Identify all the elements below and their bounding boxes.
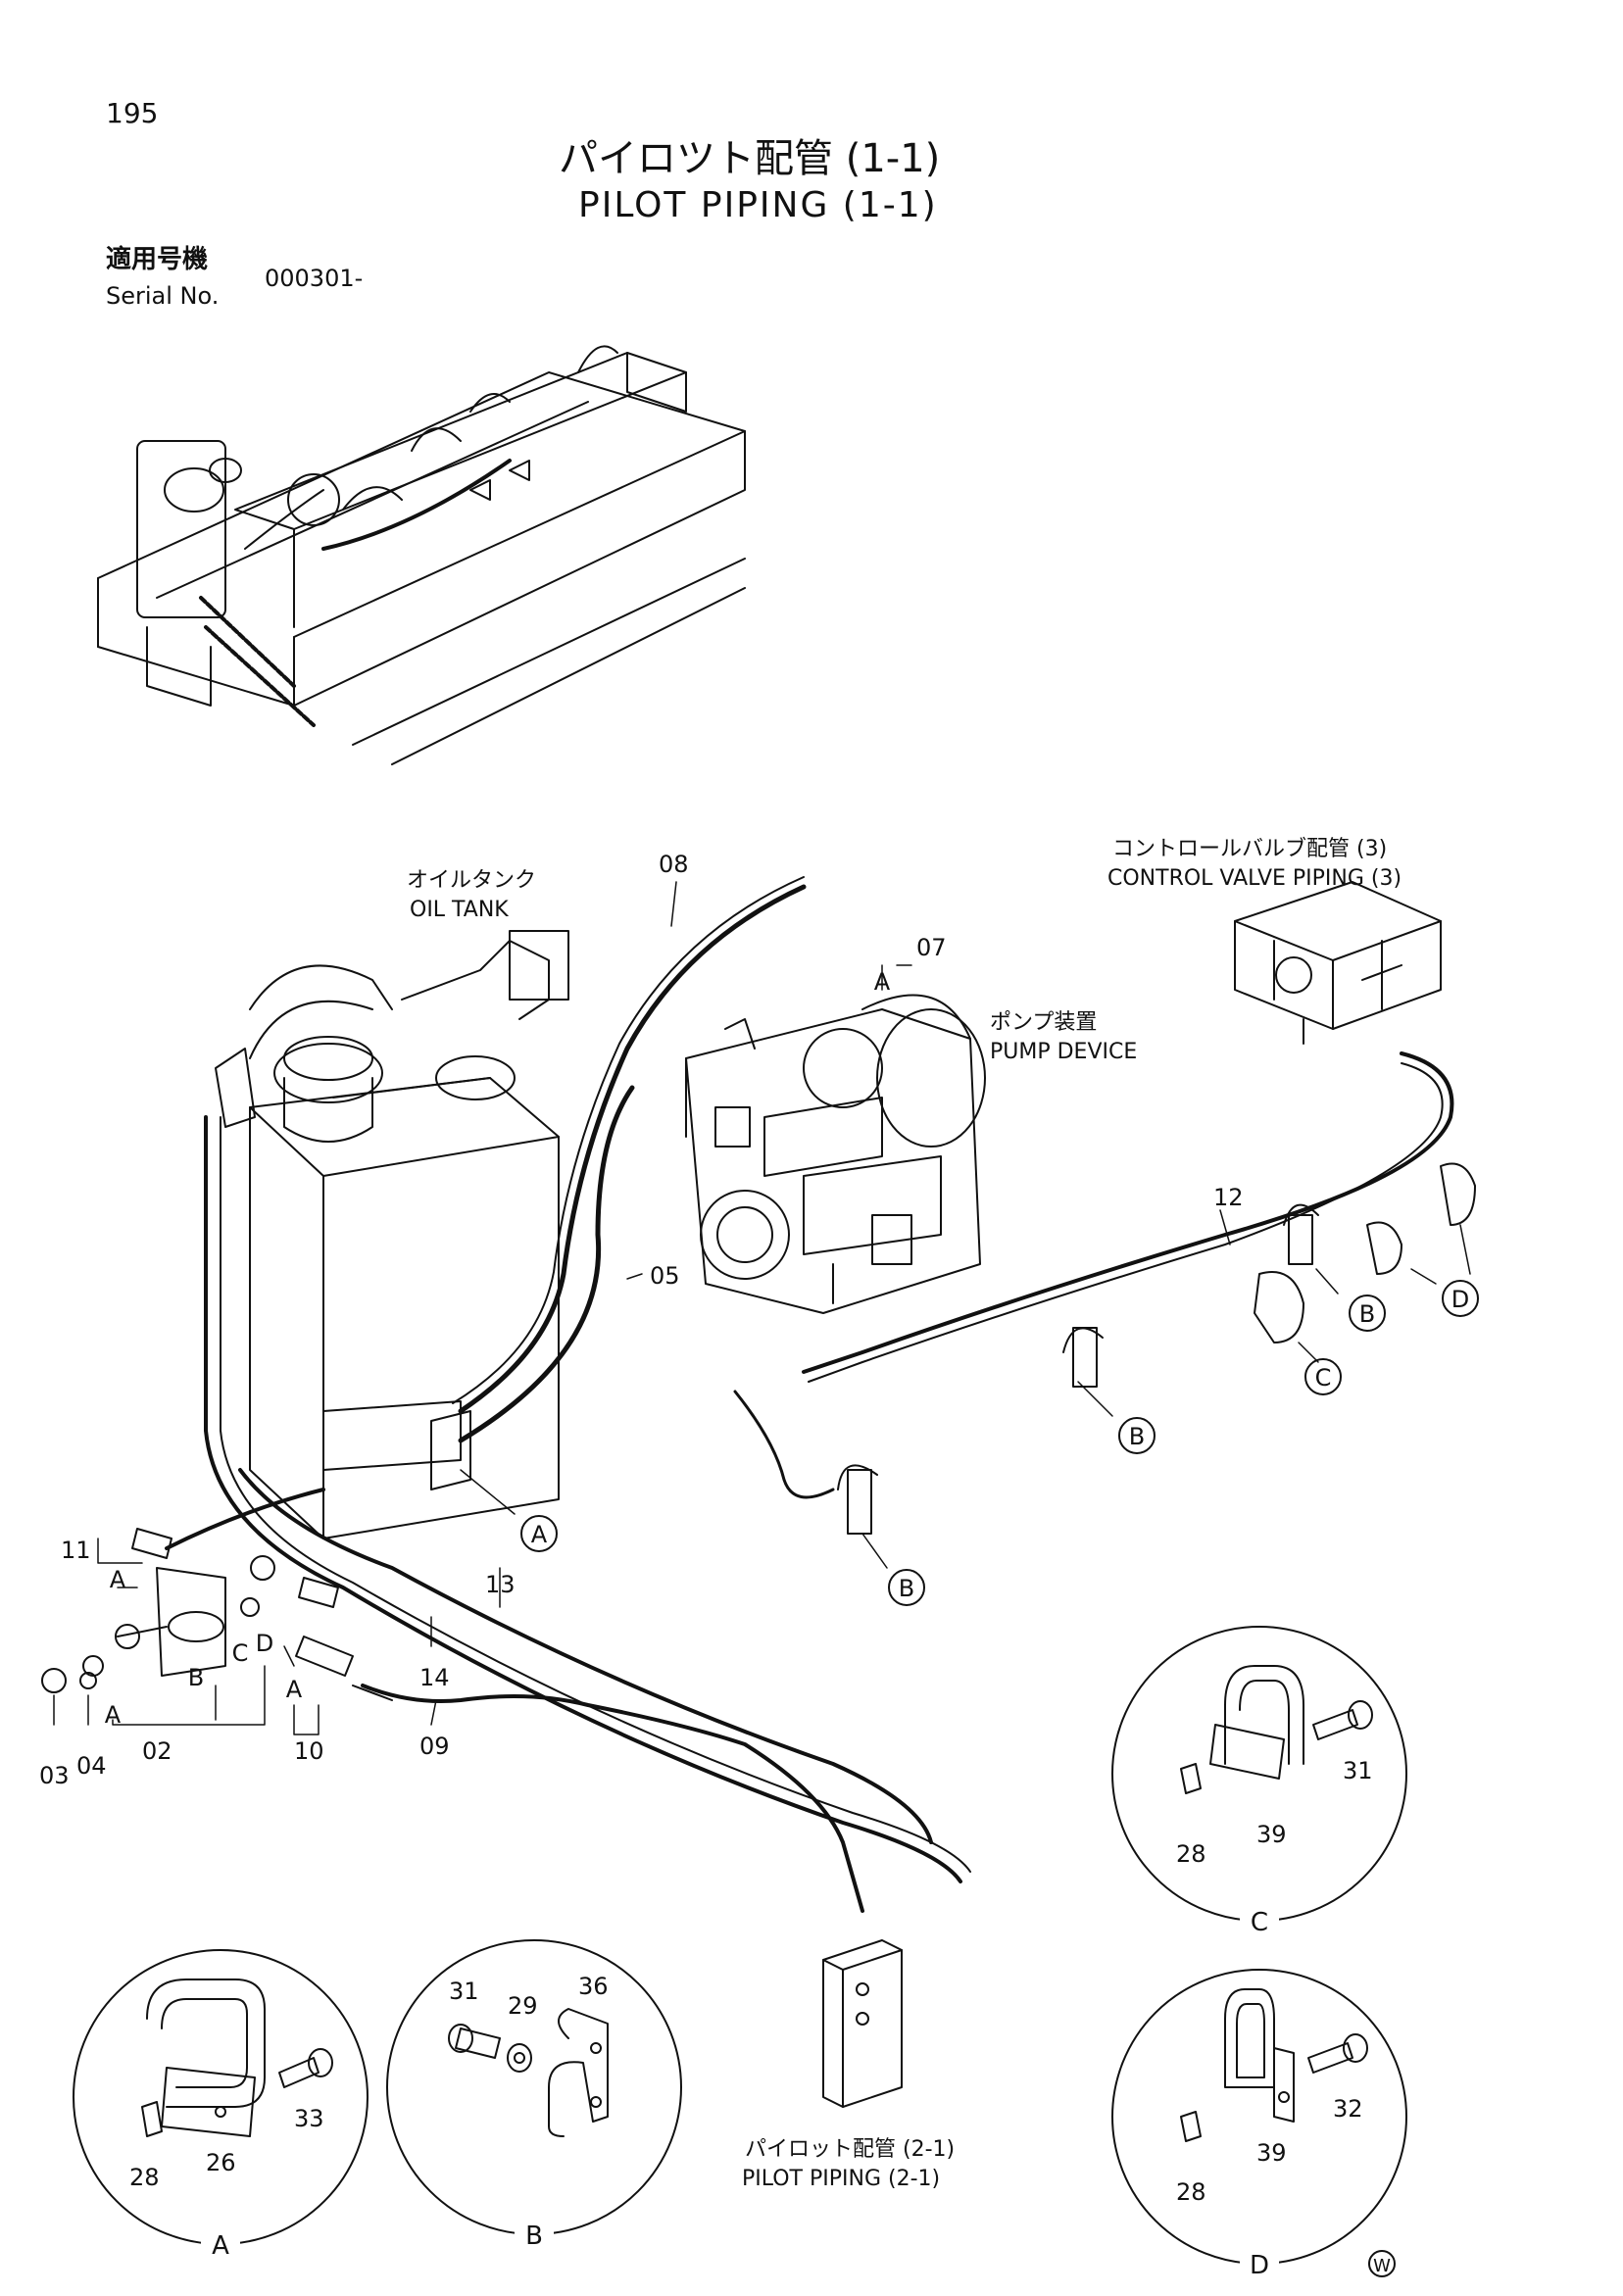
- ref-d-1: D: [1451, 1286, 1469, 1313]
- pipe-12: [802, 1051, 1454, 1383]
- detail-circle-b: [386, 1939, 682, 2235]
- pump-device-illustration: [685, 994, 986, 1314]
- page-title-en: PILOT PIPING (1-1): [578, 185, 938, 225]
- pump-label-en: PUMP DEVICE: [990, 1040, 1137, 1064]
- ref-a-tank: A: [531, 1521, 548, 1548]
- serial-label-en: Serial No.: [106, 282, 220, 310]
- machine-overview-illustration: [97, 345, 746, 765]
- serial-value: 000301-: [265, 265, 364, 292]
- ref-b-filter: B: [188, 1664, 204, 1691]
- callout-32: 32: [1333, 2095, 1363, 2123]
- callout-28-c: 28: [1176, 1840, 1206, 1868]
- ref-b-3: B: [899, 1575, 914, 1602]
- control-valve-label-en: CONTROL VALVE PIPING (3): [1107, 866, 1402, 891]
- ref-a-11: A: [110, 1566, 126, 1593]
- detail-label-b: B: [525, 2222, 543, 2251]
- control-valve-label-jp: コントロールバルブ配管 (3): [1112, 837, 1387, 861]
- detail-label-c: C: [1251, 1908, 1268, 1937]
- footer-mark-circle: [1368, 2250, 1396, 2277]
- ref-c-filter: C: [232, 1639, 249, 1667]
- ref-a-02: A: [105, 1701, 122, 1729]
- ref-b-1: B: [1359, 1300, 1375, 1328]
- callout-33: 33: [294, 2105, 324, 2132]
- callout-04: 04: [76, 1752, 107, 1780]
- callout-05: 05: [650, 1262, 680, 1290]
- oil-tank-illustration: [215, 930, 569, 1539]
- pilot-piping-block-illustration: [822, 1939, 903, 2108]
- clamp-bracket-3: [837, 1464, 878, 1535]
- detail-label-d: D: [1250, 2251, 1269, 2280]
- callout-07: 07: [916, 934, 947, 961]
- ref-d-filter: D: [256, 1630, 273, 1657]
- detail-circle-a: [73, 1949, 369, 2245]
- loose-clamp-c: [1254, 1271, 1304, 1343]
- serial-label-jp: 適用号機: [106, 245, 209, 274]
- control-valve-illustration: [1234, 881, 1442, 1045]
- callout-13: 13: [485, 1571, 516, 1598]
- hose-08: [452, 876, 807, 1414]
- hose-05: [458, 1085, 635, 1443]
- pilot-piping-21-label-jp: パイロット配管 (2-1): [745, 2137, 955, 2162]
- detail-circle-c: [1111, 1626, 1407, 1922]
- callout-14: 14: [419, 1664, 450, 1691]
- callout-39-d: 39: [1256, 2139, 1287, 2167]
- clamp-bracket-1: [1283, 1203, 1319, 1265]
- leader-lines: [53, 881, 1471, 1735]
- callout-28-a: 28: [129, 2164, 160, 2191]
- callout-28-d: 28: [1176, 2178, 1206, 2206]
- ref-b-2: B: [1129, 1423, 1145, 1450]
- detail-circle-d: [1111, 1969, 1407, 2265]
- detail-label-a: A: [212, 2231, 229, 2261]
- oil-tank-label-jp: オイルタンク: [407, 868, 536, 893]
- page-number: 195: [106, 97, 159, 129]
- ref-c-1: C: [1315, 1364, 1332, 1392]
- callout-31-b: 31: [449, 1978, 479, 2005]
- ref-a-10: A: [286, 1676, 303, 1703]
- pump-label-jp: ポンプ装置: [990, 1010, 1097, 1035]
- callout-29: 29: [508, 1992, 538, 2020]
- pipe-12-lower: [733, 1390, 835, 1499]
- callout-36: 36: [578, 1973, 609, 2000]
- callout-11: 11: [61, 1537, 91, 1564]
- filter-assembly: [41, 1528, 393, 1701]
- ref-a-07: A: [874, 968, 891, 996]
- footer-mark: W: [1373, 2256, 1391, 2276]
- pipe-13-14: [204, 1115, 971, 1883]
- callout-02: 02: [142, 1737, 172, 1765]
- callout-31-c: 31: [1343, 1757, 1373, 1784]
- oil-tank-label-en: OIL TANK: [410, 898, 509, 922]
- loose-clamp-d: [1440, 1162, 1476, 1226]
- callout-03: 03: [39, 1762, 70, 1789]
- callout-26: 26: [206, 2149, 236, 2176]
- loose-clamp-b: [1366, 1221, 1402, 1275]
- page-title-jp: パイロツト配管 (1-1): [559, 136, 941, 181]
- ref-circles: [520, 1280, 1479, 1606]
- callout-12: 12: [1213, 1184, 1244, 1211]
- clamp-bracket-2: [1062, 1327, 1104, 1388]
- callout-39-c: 39: [1256, 1821, 1287, 1848]
- callout-10: 10: [294, 1737, 324, 1765]
- callout-09: 09: [419, 1733, 450, 1760]
- callout-08: 08: [659, 851, 689, 878]
- hose-09: [361, 1684, 864, 1913]
- pilot-piping-21-label-en: PILOT PIPING (2-1): [742, 2167, 940, 2191]
- hose-lower: [165, 1488, 325, 1550]
